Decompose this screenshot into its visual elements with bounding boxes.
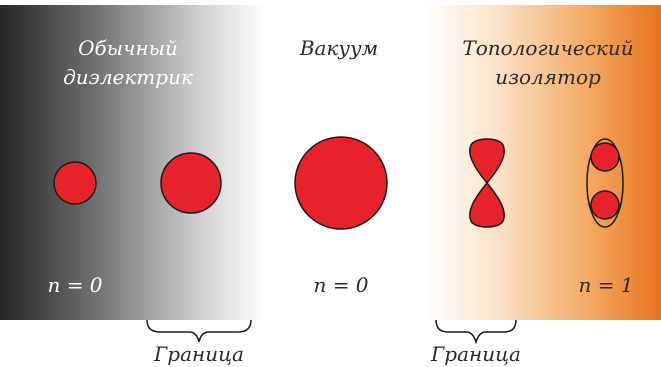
vacuum-n-label: n = 0 bbox=[313, 273, 368, 297]
dielectric-n-label: n = 0 bbox=[47, 273, 102, 297]
left-boundary-label: Граница bbox=[153, 342, 244, 366]
topological-title-line1: Топологический bbox=[462, 36, 633, 60]
dielectric-region bbox=[0, 5, 265, 320]
large-sphere-shape bbox=[294, 136, 388, 230]
torus-lower-sphere bbox=[590, 190, 620, 220]
small-sphere-shape bbox=[53, 161, 97, 205]
dielectric-title-line1: Обычный bbox=[78, 36, 178, 60]
right-boundary-brace bbox=[435, 319, 517, 345]
topological-title-line2: изолятор bbox=[495, 65, 601, 89]
hourglass-lower-lobe bbox=[469, 181, 505, 228]
vacuum-title: Вакуум bbox=[299, 36, 378, 60]
torus-outline bbox=[586, 138, 624, 228]
hourglass-upper-lobe bbox=[469, 138, 505, 185]
medium-sphere-shape bbox=[160, 152, 222, 214]
topological-n-label: n = 1 bbox=[578, 273, 633, 297]
torus-upper-sphere bbox=[590, 142, 620, 172]
dielectric-title-line2: диэлектрик bbox=[63, 65, 193, 89]
right-boundary-label: Граница bbox=[430, 342, 521, 366]
left-boundary-brace bbox=[146, 319, 252, 343]
